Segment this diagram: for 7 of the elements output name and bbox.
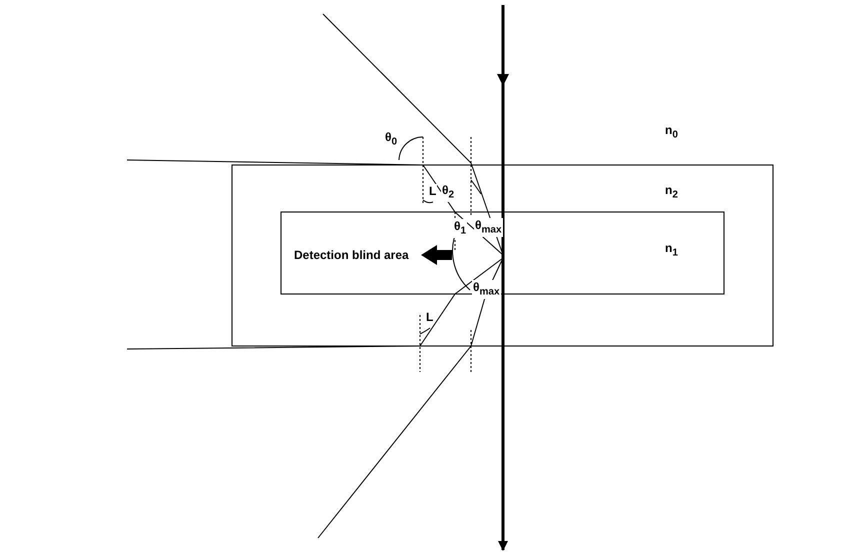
symbol-label: θ$_{max}$ [472,280,501,300]
region-label: Detection blind area [293,248,410,262]
symbol-label: L [425,310,434,324]
symbol-label: θ$_{max}$ [474,218,503,238]
symbol-label: θ$_{2}$ [441,183,456,202]
symbol-label: L [428,184,438,198]
symbol-label: θ$_{1}$ [453,219,468,238]
